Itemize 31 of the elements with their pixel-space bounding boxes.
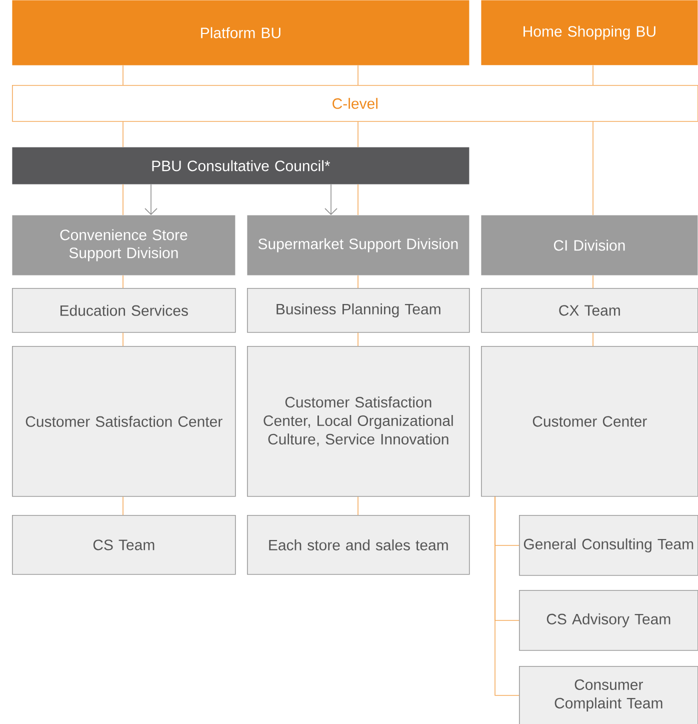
- connector-line: [122, 184, 124, 216]
- connector-line: [122, 496, 124, 516]
- connector-line: [592, 65, 594, 86]
- connector-line: [144, 184, 158, 215]
- connector-line: [122, 332, 124, 346]
- team-box: CS Team: [12, 515, 236, 575]
- team-box: Education Services: [12, 288, 236, 333]
- team-box: General Consulting Team: [519, 515, 698, 576]
- team-box: Business Planning Team: [247, 288, 470, 333]
- council-box: PBU Consultative Council*: [12, 147, 470, 184]
- division-box: CI Division: [481, 215, 698, 276]
- division-box: Supermarket Support Division: [247, 215, 470, 276]
- team-box: Customer Satisfaction Center, Local Organizational Culture, Service Innovation: [247, 346, 470, 497]
- team-box: Customer Satisfaction Center: [12, 346, 236, 497]
- team-box: Each store and sales team: [247, 515, 470, 575]
- connector-line: [122, 121, 124, 148]
- team-box: CX Team: [481, 288, 698, 333]
- c-level-box: C-level: [12, 85, 698, 122]
- connector-line: [592, 275, 594, 288]
- team-box: Customer Center: [481, 346, 698, 497]
- connector-line: [494, 496, 520, 696]
- connector-line: [122, 65, 124, 86]
- bu-header-box: Platform BU: [12, 0, 470, 66]
- connector-line: [324, 184, 338, 215]
- team-box: CS Advisory Team: [519, 590, 698, 651]
- division-box: Convenience Store Support Division: [12, 215, 236, 276]
- connector-line: [592, 121, 594, 216]
- connector-line: [122, 275, 124, 288]
- team-box: Consumer Complaint Team: [519, 666, 698, 724]
- bu-header-box: Home Shopping BU: [481, 0, 698, 66]
- connector-line: [592, 332, 594, 346]
